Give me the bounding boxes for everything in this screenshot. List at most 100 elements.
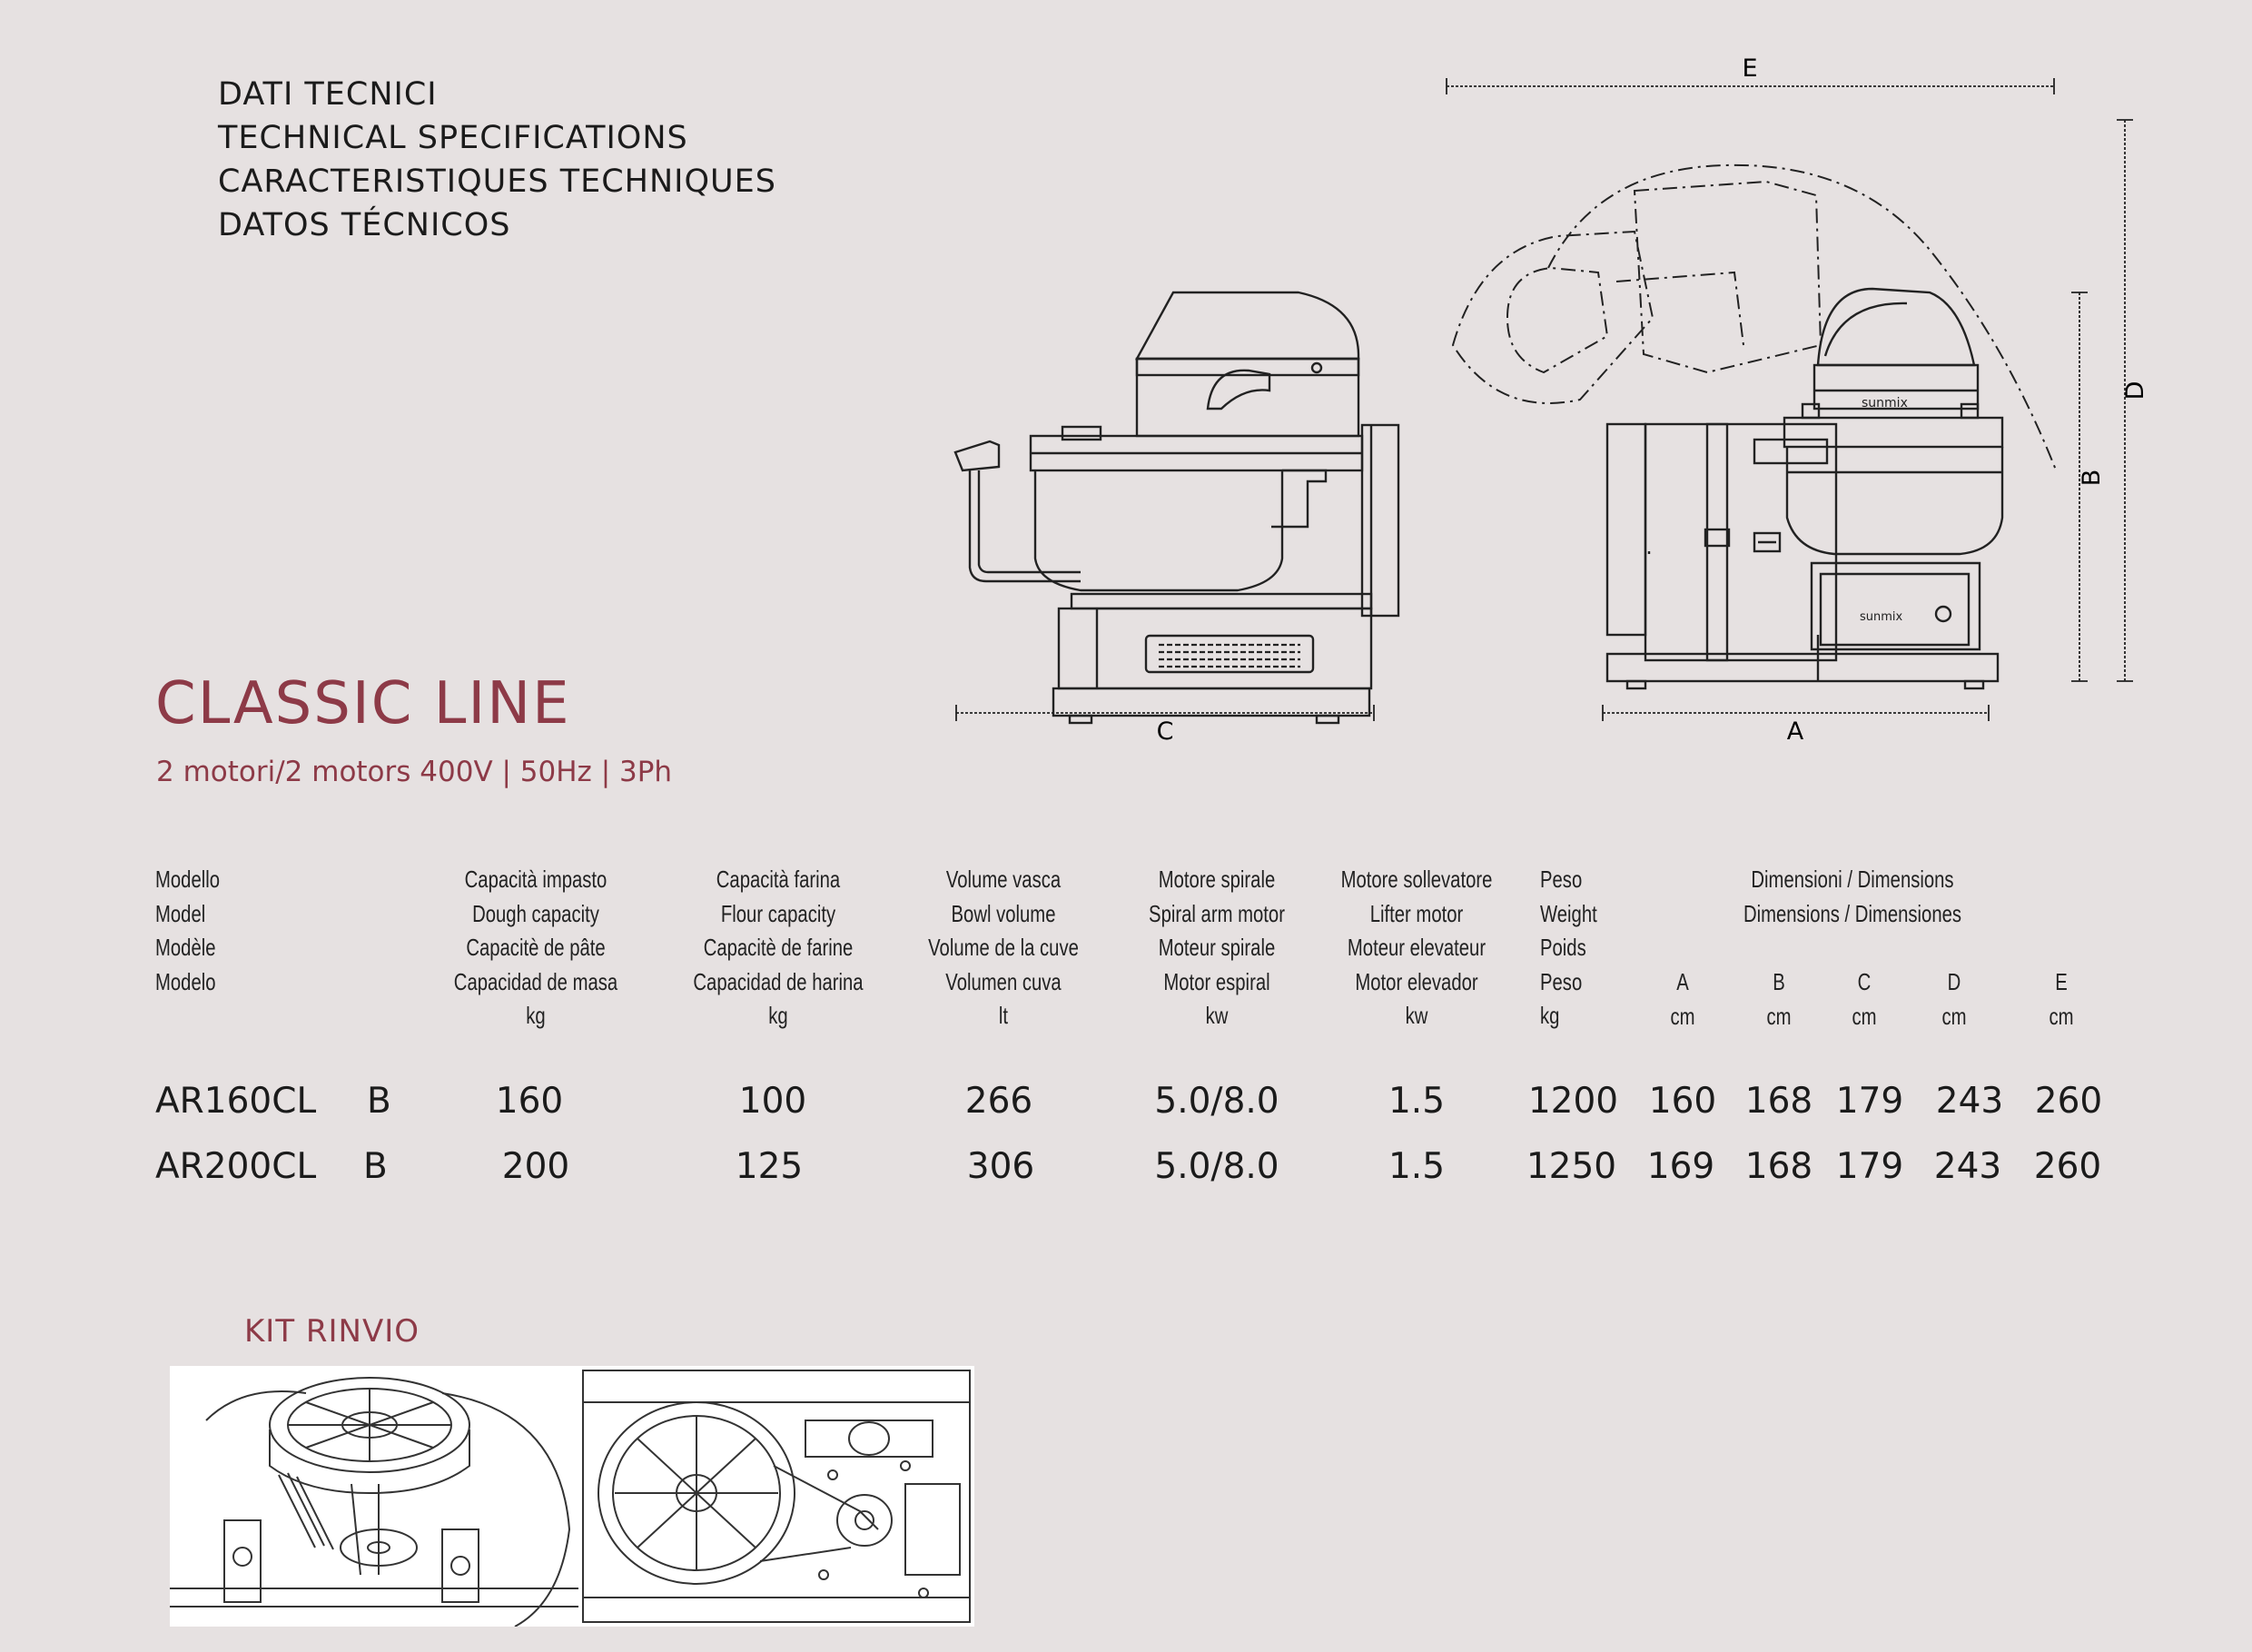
table-row: AR200CL B 200 125 306 5.0/8.0 1.5 1250 1… bbox=[0, 1146, 2252, 1193]
title-en: TECHNICAL SPECIFICATIONS bbox=[218, 120, 688, 156]
cell-dim-d: 243 bbox=[1933, 1146, 2002, 1187]
header-weight-fr: Poids bbox=[1540, 934, 1586, 961]
cell-weight: 1250 bbox=[1526, 1146, 1617, 1187]
header-dim-e-letter: E bbox=[2055, 968, 2068, 995]
header-dough-it: Capacità impasto bbox=[464, 866, 607, 893]
header-spiral-en: Spiral arm motor bbox=[1149, 899, 1285, 927]
dimension-line-b bbox=[2071, 292, 2088, 682]
header-weight-it: Peso bbox=[1540, 866, 1583, 893]
header-dim-b-unit: cm bbox=[1766, 1002, 1792, 1030]
dim-label-e: E bbox=[1742, 54, 1757, 83]
side-view-mixer bbox=[953, 291, 1400, 725]
header-spiral-motor: Motore spirale Spiral arm motor Moteur s… bbox=[1111, 863, 1323, 1034]
dimension-line-a bbox=[1602, 705, 1990, 721]
cell-flour: 125 bbox=[735, 1146, 804, 1187]
header-bowl-unit: lt bbox=[998, 1002, 1009, 1029]
header-model-es: Modelo bbox=[155, 967, 216, 995]
header-bowl-fr: Volume de la cuve bbox=[928, 934, 1079, 961]
cell-dough: 160 bbox=[495, 1081, 564, 1122]
header-dimensions-it-en: Dimensioni / Dimensions bbox=[1751, 866, 1954, 893]
header-bowl-it: Volume vasca bbox=[945, 866, 1062, 893]
header-dough-capacity: Capacità impasto Dough capacity Capacitè… bbox=[430, 863, 642, 1034]
header-dim-a-unit: cm bbox=[1670, 1002, 1695, 1030]
technical-drawing: sunmix sunmix bbox=[953, 54, 2143, 746]
title-it: DATI TECNICI bbox=[218, 76, 438, 113]
header-dough-unit: kg bbox=[526, 1002, 546, 1029]
header-spiral-unit: kw bbox=[1205, 1002, 1229, 1029]
header-flour-es: Capacidad de harina bbox=[693, 967, 864, 995]
header-model: Modello Model Modèle Modelo bbox=[155, 863, 220, 999]
header-lifter-fr: Moteur elevateur bbox=[1347, 934, 1487, 961]
cell-dough: 200 bbox=[501, 1146, 570, 1187]
cell-spiral: 5.0/8.0 bbox=[1154, 1146, 1279, 1187]
product-line-title: CLASSIC LINE bbox=[155, 670, 571, 737]
dim-label-b: B bbox=[2078, 470, 2106, 487]
dimension-line-d bbox=[2117, 119, 2133, 682]
header-dim-e-unit: cm bbox=[2049, 1002, 2074, 1030]
kit-photo-right bbox=[578, 1366, 974, 1627]
cell-model: AR200CL bbox=[155, 1146, 317, 1187]
cell-dim-e: 260 bbox=[2033, 1146, 2102, 1187]
header-weight: Peso Weight Poids Peso kg bbox=[1540, 863, 1597, 1034]
cell-dim-d: 243 bbox=[1935, 1081, 2004, 1122]
table-row: AR160CL B 160 100 266 5.0/8.0 1.5 1200 1… bbox=[0, 1081, 2252, 1128]
header-flour-capacity: Capacità farina Flour capacity Capacitè … bbox=[672, 863, 884, 1034]
header-dim-c-letter: C bbox=[1857, 968, 1872, 995]
kit-photo-left bbox=[170, 1366, 578, 1627]
header-dim-a: A cm bbox=[1654, 965, 1711, 1034]
dim-label-d: D bbox=[2121, 381, 2143, 401]
kit-title: KIT RINVIO bbox=[244, 1313, 420, 1350]
header-spiral-it: Motore spirale bbox=[1158, 866, 1276, 893]
power-spec: 2 motori/2 motors 400V | 50Hz | 3Ph bbox=[156, 756, 673, 788]
header-lifter-es: Motor elevador bbox=[1355, 967, 1478, 995]
raised-head-outline bbox=[1451, 163, 2058, 473]
cell-variant: B bbox=[363, 1146, 388, 1187]
header-lifter-unit: kw bbox=[1405, 1002, 1428, 1029]
header-dim-a-letter: A bbox=[1676, 968, 1689, 995]
header-dim-b-letter: B bbox=[1773, 968, 1785, 995]
header-bowl-en: Bowl volume bbox=[951, 899, 1056, 927]
cell-dim-a: 160 bbox=[1648, 1081, 1717, 1122]
cell-dim-b: 168 bbox=[1744, 1081, 1813, 1122]
header-spiral-es: Motor espiral bbox=[1163, 967, 1270, 995]
header-flour-it: Capacità farina bbox=[716, 866, 841, 893]
dim-label-c: C bbox=[1157, 717, 1174, 746]
front-view-mixer: sunmix sunmix bbox=[1605, 287, 2004, 690]
header-dim-d: D cm bbox=[1926, 965, 1982, 1034]
header-bowl-es: Volumen cuva bbox=[945, 967, 1062, 995]
cell-lifter: 1.5 bbox=[1388, 1146, 1446, 1187]
header-dim-d-letter: D bbox=[1947, 968, 1961, 995]
cell-flour: 100 bbox=[738, 1081, 807, 1122]
header-dough-en: Dough capacity bbox=[472, 899, 599, 927]
cell-dim-c: 179 bbox=[1835, 1081, 1904, 1122]
header-lifter-it: Motore sollevatore bbox=[1340, 866, 1493, 893]
header-dim-c: C cm bbox=[1836, 965, 1892, 1034]
header-model-it: Modello bbox=[155, 866, 221, 893]
header-dough-es: Capacidad de masa bbox=[453, 967, 618, 995]
header-dim-e: E cm bbox=[2033, 965, 2089, 1034]
dimension-line-c bbox=[955, 705, 1375, 721]
header-flour-unit: kg bbox=[768, 1002, 788, 1029]
cell-dim-a: 169 bbox=[1646, 1146, 1715, 1187]
cell-dim-e: 260 bbox=[2034, 1081, 2103, 1122]
header-lifter-motor: Motore sollevatore Lifter motor Moteur e… bbox=[1310, 863, 1523, 1034]
title-fr: CARACTERISTIQUES TECHNIQUES bbox=[218, 163, 776, 200]
brand-mark-top: sunmix bbox=[1862, 396, 1908, 411]
brand-mark-base: sunmix bbox=[1860, 610, 1903, 624]
title-es: DATOS TÉCNICOS bbox=[218, 207, 511, 243]
cell-lifter: 1.5 bbox=[1388, 1081, 1446, 1122]
header-weight-unit: kg bbox=[1540, 1002, 1560, 1029]
header-weight-en: Weight bbox=[1540, 899, 1597, 927]
cell-dim-c: 179 bbox=[1835, 1146, 1904, 1187]
cell-bowl: 266 bbox=[964, 1081, 1033, 1122]
header-flour-fr: Capacitè de farine bbox=[703, 934, 854, 961]
header-lifter-en: Lifter motor bbox=[1369, 899, 1464, 927]
header-model-fr: Modèle bbox=[155, 934, 216, 961]
header-dim-c-unit: cm bbox=[1852, 1002, 1877, 1030]
title-block: DATI TECNICI TECHNICAL SPECIFICATIONS CA… bbox=[218, 73, 776, 247]
cell-weight: 1200 bbox=[1527, 1081, 1619, 1122]
header-dough-fr: Capacitè de pâte bbox=[466, 934, 606, 961]
dimension-line-e bbox=[1446, 78, 2055, 94]
header-dim-b: B cm bbox=[1751, 965, 1807, 1034]
cell-bowl: 306 bbox=[966, 1146, 1035, 1187]
